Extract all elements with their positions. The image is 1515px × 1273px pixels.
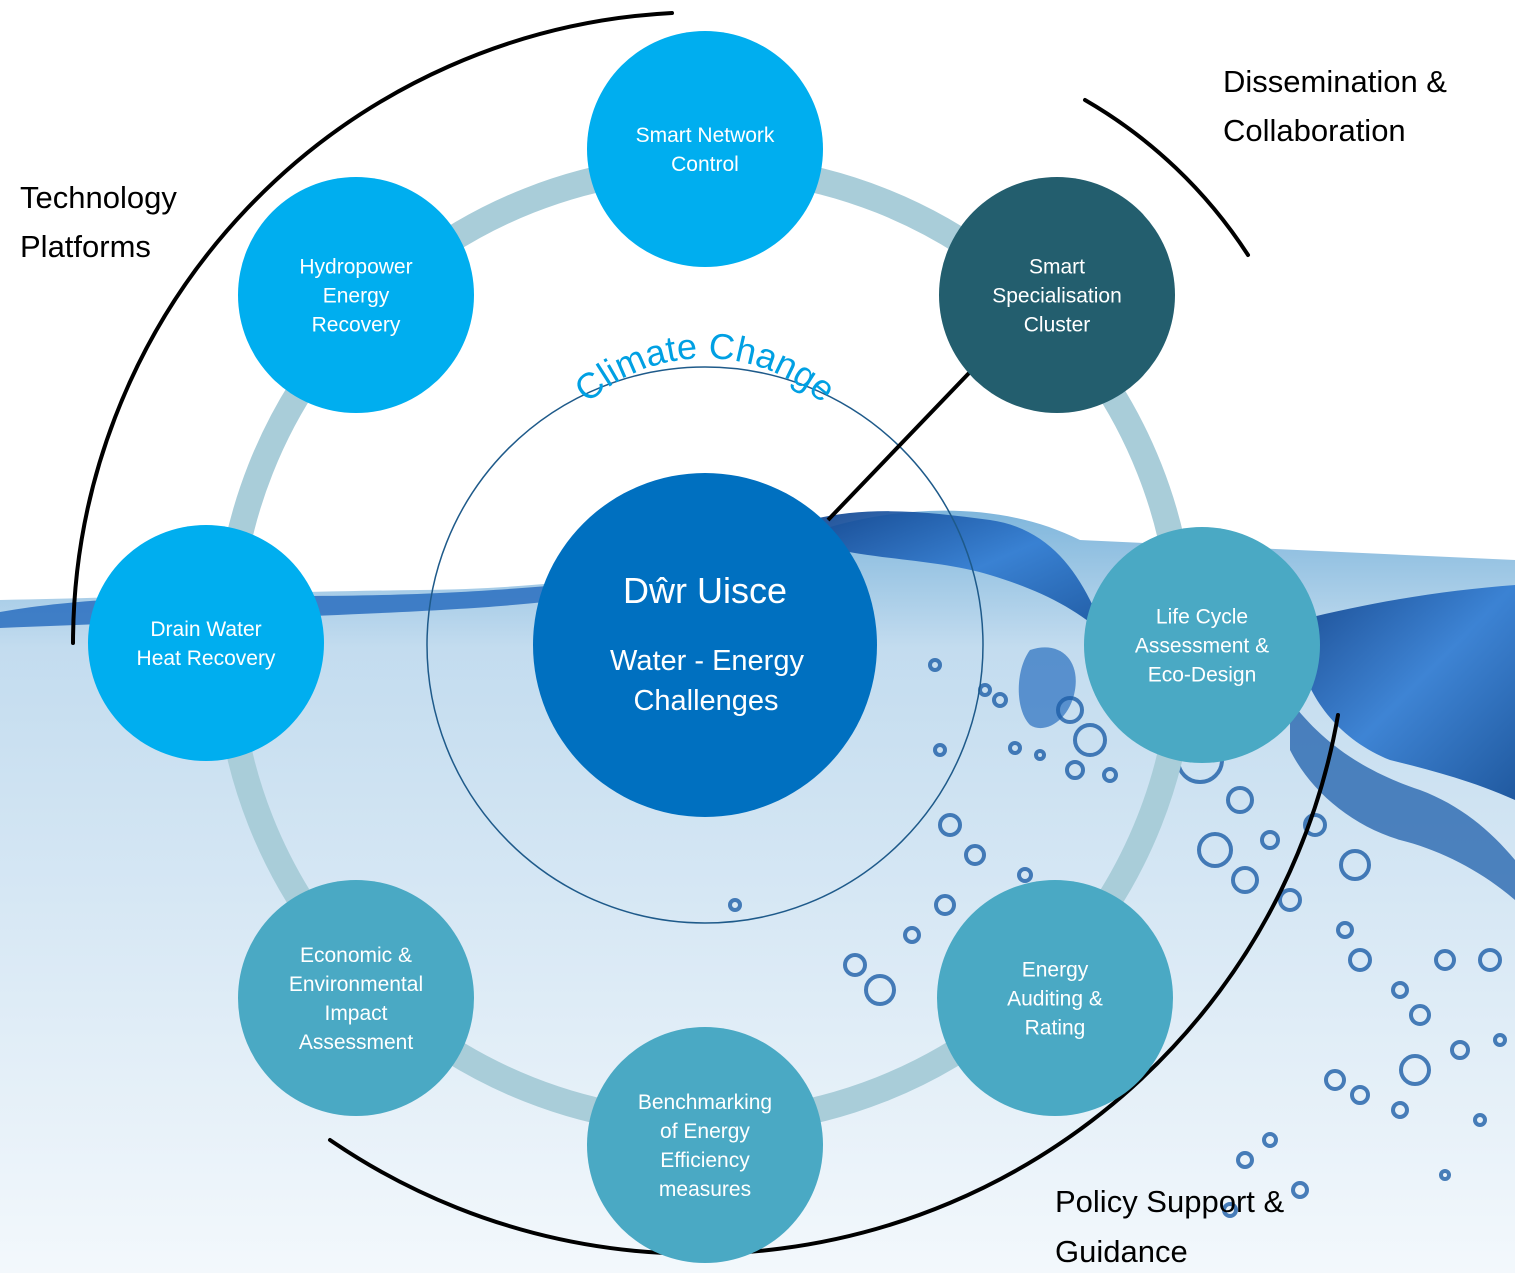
bubbles xyxy=(728,658,1507,1218)
technology-platforms-label-line1: Technology xyxy=(20,180,177,215)
center-node: Dŵr Uisce Water - Energy Challenges xyxy=(533,473,877,817)
node-label-line: Energy xyxy=(1022,958,1089,981)
policy-support-label-line2: Guidance xyxy=(1055,1234,1188,1269)
node-label-line: Heat Recovery xyxy=(137,647,276,670)
dissemination-arc xyxy=(1083,98,1250,257)
node-label-line: Economic & xyxy=(300,944,412,967)
node-label-line: Environmental xyxy=(289,973,423,996)
node-label-line: Recovery xyxy=(312,313,401,336)
node-label-line: Specialisation xyxy=(992,284,1122,307)
center-subtitle-line2: Challenges xyxy=(633,685,778,717)
climate-ring xyxy=(426,366,984,924)
node-circle xyxy=(238,880,474,1116)
node-circle xyxy=(937,880,1173,1116)
node-label-line: Cluster xyxy=(1024,313,1091,336)
outer-labels: Technology Platforms Dissemination & Col… xyxy=(20,64,1447,1269)
node-label-line: Drain Water xyxy=(150,618,261,641)
technology-platforms-arc xyxy=(71,11,674,645)
node-circle xyxy=(238,177,474,413)
center-subtitle-line1: Water - Energy xyxy=(610,645,804,677)
node-label-line: of Energy xyxy=(660,1120,750,1143)
center-title: Dŵr Uisce xyxy=(623,570,787,611)
node-label-line: Impact xyxy=(324,1002,387,1025)
node-circle xyxy=(88,525,324,761)
dissemination-label-line1: Dissemination & xyxy=(1223,64,1447,99)
node-label-line: Benchmarking xyxy=(638,1091,772,1114)
satellite-nodes: Smart NetworkControlSmartSpecialisationC… xyxy=(88,31,1320,1263)
node-label-line: Rating xyxy=(1025,1016,1086,1039)
node-circle xyxy=(1084,527,1320,763)
policy-support-label-line1: Policy Support & xyxy=(1055,1184,1284,1219)
node-circle xyxy=(587,1027,823,1263)
node-label-line: Energy xyxy=(323,284,390,307)
node-label-line: Assessment & xyxy=(1135,634,1269,657)
node-circle xyxy=(939,177,1175,413)
dissemination-label-line2: Collaboration xyxy=(1223,113,1406,148)
node-label-line: Assessment xyxy=(299,1031,414,1054)
node-label-line: Eco-Design xyxy=(1148,663,1257,686)
node-label-line: Smart Network xyxy=(636,124,775,147)
node-label-line: measures xyxy=(659,1178,751,1201)
technology-platforms-label-line2: Platforms xyxy=(20,229,151,264)
node-circle xyxy=(587,31,823,267)
node-label-line: Control xyxy=(671,153,739,176)
node-label-line: Smart xyxy=(1029,255,1085,278)
node-label-line: Auditing & xyxy=(1007,987,1103,1010)
connector-line xyxy=(826,370,972,522)
outer-arcs xyxy=(71,11,1340,1256)
node-label-line: Hydropower xyxy=(299,255,412,278)
policy-support-arc xyxy=(328,713,1340,1256)
node-label-line: Efficiency xyxy=(660,1149,750,1172)
node-label-line: Life Cycle xyxy=(1156,605,1248,628)
